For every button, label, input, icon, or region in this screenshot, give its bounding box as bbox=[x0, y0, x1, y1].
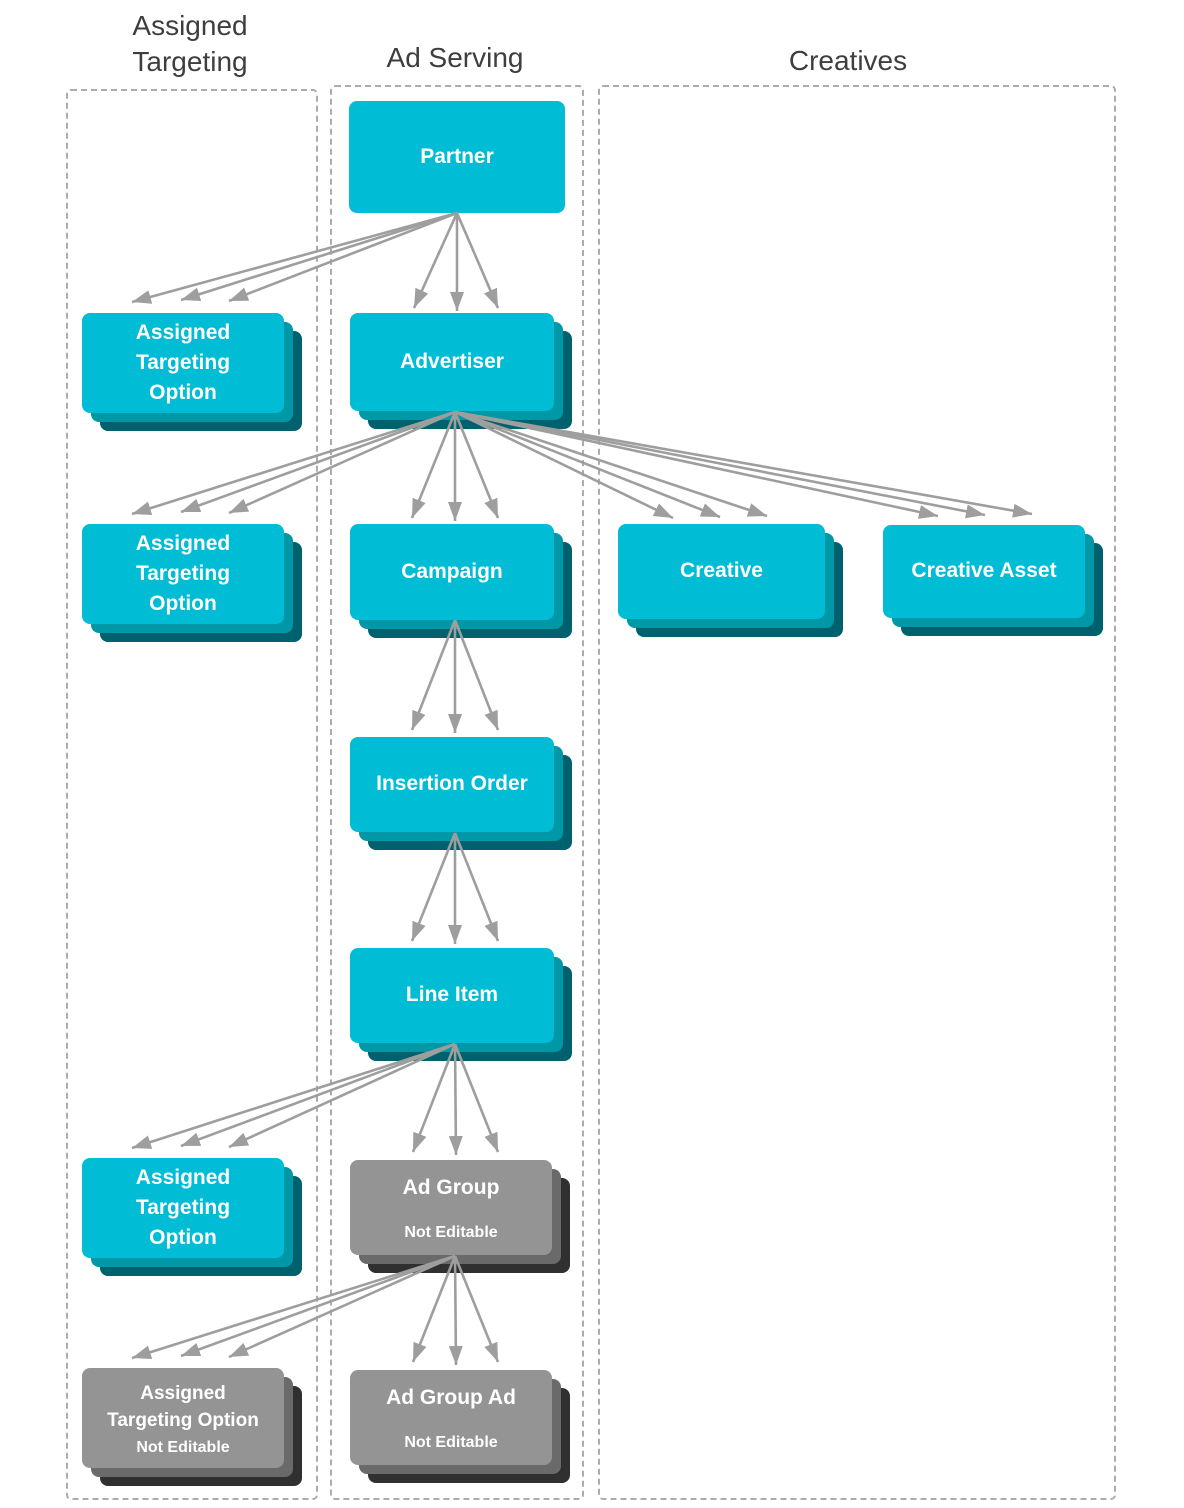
node-advertiser-label: Advertiser bbox=[400, 349, 504, 373]
node-creative-asset: Creative Asset bbox=[883, 525, 1103, 636]
node-assigned-targeting-option-face: Assigned Targeting Option bbox=[82, 524, 284, 624]
node-line-item-face: Line Item bbox=[350, 948, 554, 1043]
node-assigned-targeting-option-not-editable-face: Assigned Targeting Option Not Editable bbox=[82, 1368, 284, 1468]
node-creative-label: Creative bbox=[680, 559, 763, 583]
node-assigned-targeting-option-line-item: Assigned Targeting Option bbox=[82, 1158, 302, 1276]
node-ad-group: Ad Group Not Editable bbox=[350, 1160, 570, 1273]
column-creatives bbox=[598, 85, 1116, 1500]
column-ad-serving bbox=[330, 85, 584, 1500]
node-partner: Partner bbox=[349, 101, 565, 213]
node-partner-label: Partner bbox=[420, 144, 494, 168]
node-ad-group-ad: Ad Group Ad Not Editable bbox=[350, 1370, 570, 1483]
node-label-line: Assigned bbox=[135, 1166, 231, 1190]
column-header-creatives-label: Creatives bbox=[788, 45, 908, 76]
node-assigned-targeting-option-face: Assigned Targeting Option bbox=[82, 313, 284, 413]
node-label-line: Assigned bbox=[135, 532, 231, 556]
node-assigned-targeting-option-ad-group: Assigned Targeting Option Not Editable bbox=[82, 1368, 302, 1486]
node-ad-group-ad-not-editable-label: Not Editable bbox=[404, 1433, 498, 1451]
node-label-line: Assigned bbox=[135, 321, 231, 345]
node-label-line: Targeting Option bbox=[107, 1409, 259, 1431]
column-header-ad-serving: Ad Serving bbox=[330, 40, 580, 76]
node-label-line: Option bbox=[149, 380, 217, 404]
node-assigned-targeting-option-advertiser: Assigned Targeting Option bbox=[82, 313, 302, 431]
node-insertion-order: Insertion Order bbox=[350, 737, 572, 850]
node-insertion-order-face: Insertion Order bbox=[350, 737, 554, 832]
node-label-line: Option bbox=[149, 591, 217, 615]
node-ad-group-label: Ad Group bbox=[402, 1176, 500, 1199]
node-campaign: Campaign bbox=[350, 524, 572, 638]
node-label-lines: Assigned Targeting Option bbox=[107, 1381, 259, 1435]
node-not-editable-label: Not Editable bbox=[136, 1438, 230, 1456]
node-campaign-face: Campaign bbox=[350, 524, 554, 620]
node-label-line: Assigned bbox=[140, 1383, 226, 1404]
column-header-assigned-targeting-label: Assigned Targeting bbox=[132, 10, 248, 77]
node-label-line: Targeting bbox=[135, 1196, 231, 1220]
column-header-assigned-targeting: Assigned Targeting bbox=[66, 8, 314, 80]
node-advertiser: Advertiser bbox=[350, 313, 572, 429]
column-header-ad-serving-label: Ad Serving bbox=[386, 42, 524, 73]
node-campaign-label: Campaign bbox=[401, 559, 503, 583]
node-ad-group-face: Ad Group Not Editable bbox=[350, 1160, 552, 1255]
node-creative: Creative bbox=[618, 524, 843, 637]
column-header-creatives: Creatives bbox=[598, 43, 1098, 79]
node-assigned-targeting-option-campaign: Assigned Targeting Option bbox=[82, 524, 302, 642]
node-advertiser-face: Advertiser bbox=[350, 313, 554, 411]
node-creative-asset-label: Creative Asset bbox=[911, 559, 1057, 583]
node-assigned-targeting-option-face: Assigned Targeting Option bbox=[82, 1158, 284, 1258]
node-creative-asset-face: Creative Asset bbox=[883, 525, 1085, 618]
node-label-line: Targeting bbox=[135, 351, 231, 375]
node-line-item: Line Item bbox=[350, 948, 572, 1061]
node-insertion-order-label: Insertion Order bbox=[376, 772, 528, 796]
node-label-line: Targeting bbox=[135, 562, 231, 586]
node-ad-group-not-editable-label: Not Editable bbox=[404, 1223, 498, 1241]
column-assigned-targeting bbox=[66, 89, 318, 1500]
node-partner-face: Partner bbox=[349, 101, 565, 213]
node-ad-group-ad-face: Ad Group Ad Not Editable bbox=[350, 1370, 552, 1465]
node-label-line: Option bbox=[149, 1225, 217, 1249]
node-creative-face: Creative bbox=[618, 524, 825, 619]
node-line-item-label: Line Item bbox=[405, 983, 499, 1007]
node-ad-group-ad-label: Ad Group Ad bbox=[386, 1386, 516, 1409]
